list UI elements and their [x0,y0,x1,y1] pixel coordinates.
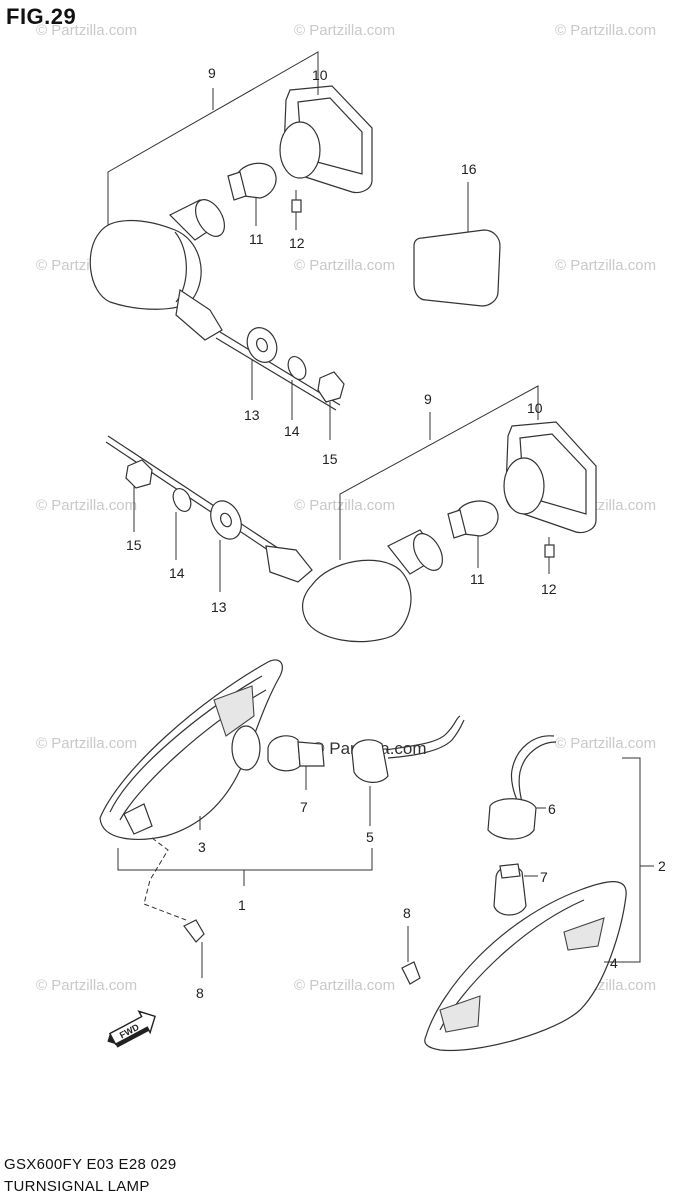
washer-hole [219,512,233,528]
wire [107,435,291,557]
turn-signal-housing [302,559,412,643]
socket-wire [518,741,557,803]
washer [287,356,307,380]
callout-number: 9 [208,65,216,81]
housing-tab [123,803,153,835]
bulb-base [297,741,325,767]
housing-port [231,725,261,771]
washer [246,327,278,363]
callout-number: 6 [548,801,556,817]
callout-number: 15 [322,451,338,467]
screw [401,961,421,985]
callout-number: 7 [540,869,548,885]
screw-leader-dashed [143,837,187,921]
watermark: © Partzilla.com [555,257,656,274]
figure-title: FIG.29 [6,4,77,29]
callout-number: 5 [366,829,374,845]
watermark: © Partzilla.com [294,257,395,274]
amber-lens-alt [413,229,501,307]
bulb-base [447,509,467,539]
socket-wire [510,735,555,803]
screw [183,919,205,943]
watermark: © Partzilla.com [294,977,395,994]
callout-number: 12 [289,235,305,251]
lens-grid [563,917,605,951]
watermark: © Partzilla.com [36,735,137,752]
watermark: © Partzilla.com [36,977,137,994]
callout-number: 13 [244,407,260,423]
side-lamp-left-group: 7 5 3 1 8 [99,659,465,1001]
bulb-base [227,171,247,201]
callout-number: 7 [300,799,308,815]
callout-number: 14 [169,565,185,581]
mounting-stem [265,545,313,583]
washer-hole [255,337,269,353]
washer [210,500,242,540]
assembly-bracket-line [117,848,373,871]
watermark: © Partzilla.com [36,497,137,514]
assembly-bracket-line [339,385,539,560]
callout-number: 8 [196,985,204,1001]
socket-wire [387,719,465,759]
bulb-base [499,863,521,879]
watermark: © Partzilla.com [294,497,395,514]
callout-number: 2 [658,858,666,874]
callout-number: 3 [198,839,206,855]
socket-rim [412,533,444,571]
lens-grid [439,995,481,1033]
assembly-bracket-line [604,757,641,963]
callout-number: 9 [424,391,432,407]
callout-number: 16 [461,161,477,177]
socket-wire [385,715,461,751]
nut [125,459,153,489]
side-lamp-socket [487,798,537,840]
housing-mount [213,685,255,737]
wire [215,337,337,411]
side-lamp-socket [351,739,389,783]
assembly-bracket-line [107,51,319,230]
mounting-stem [175,288,223,341]
callout-number: 11 [249,231,264,247]
fwd-arrow-icon: FWD [107,1010,156,1048]
callout-number: 15 [126,537,142,553]
figure-name: TURNSIGNAL LAMP [4,1178,150,1195]
callout-number: 1 [238,897,246,913]
side-lamp-bulb [267,735,301,772]
callout-number: 8 [403,905,411,921]
callout-number: 14 [284,423,300,439]
callout-number: 12 [541,581,557,597]
callout-number: 10 [527,400,543,416]
side-lamp-right-group: 6 7 8 2 4 [401,735,666,1052]
lens-face [503,457,545,515]
watermark: © Partzilla.com [555,22,656,39]
rear-turn-signal-group: 9 10 11 12 13 14 15 [105,385,597,643]
watermark: © Partzilla.com [294,22,395,39]
front-turn-signal-group: 9 10 11 12 13 14 15 16 [89,51,501,467]
watermark: © Partzilla.com [36,22,137,39]
callout-number: 11 [470,571,485,587]
socket-rim [194,199,226,237]
callout-number: 10 [312,67,328,83]
washer [172,488,192,512]
lens-face [279,121,321,179]
model-code: GSX600FY E03 E28 029 [4,1156,177,1173]
callout-number: 13 [211,599,227,615]
screw [291,199,302,213]
screw [544,544,555,558]
nut [317,371,345,403]
watermark: © Partzilla.com [555,735,656,752]
housing-ridge [109,675,263,813]
callout-number: 4 [610,955,618,971]
